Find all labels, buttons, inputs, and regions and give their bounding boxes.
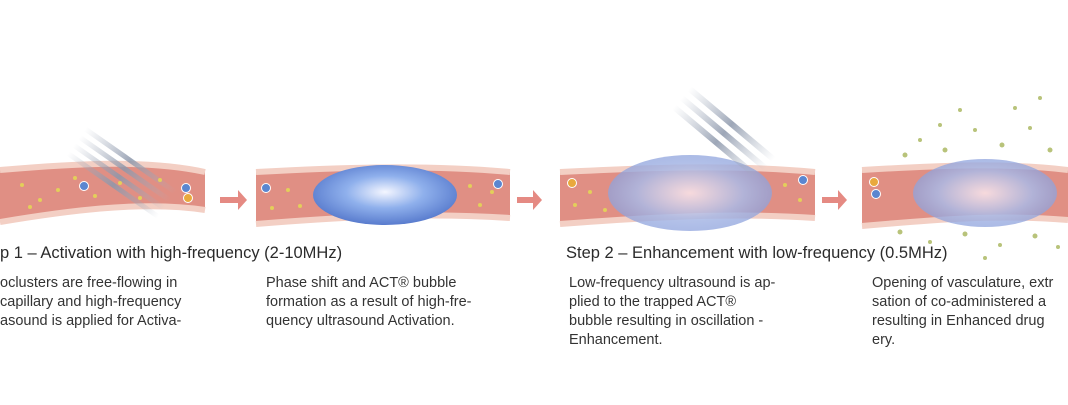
caption-line: asound is applied for Activa- — [0, 313, 182, 329]
caption-line: resulting in Enhanced drug — [872, 313, 1045, 329]
caption-line: quency ultrasound Activation. — [266, 313, 455, 329]
caption-line: Phase shift and ACT® bubble — [266, 275, 457, 291]
panel-free-flowing-vessel — [0, 126, 206, 225]
flow-arrow-icon — [822, 190, 847, 210]
caption-line: formation as a result of high-fre- — [266, 294, 472, 310]
caption-oscillation: Low-frequency ultrasound is ap- plied to… — [569, 274, 775, 350]
microcluster — [79, 181, 89, 191]
panel-phase-shift-vessel — [255, 164, 511, 227]
flow-arrow-icon — [220, 190, 247, 210]
ultrasound-waves — [66, 126, 177, 219]
caption-phase-shift: Phase shift and ACT® bubble formation as… — [266, 274, 472, 331]
microcluster — [183, 193, 193, 203]
caption-line: oclusters are free-flowing in — [0, 275, 178, 291]
nanoparticles — [20, 176, 162, 209]
caption-free-flowing: oclusters are free-flowing in capillary … — [0, 274, 181, 331]
caption-extravasation: Opening of vasculature, extr sation of c… — [872, 274, 1053, 350]
caption-line: bubble resulting in oscillation - — [569, 313, 764, 329]
caption-line: Low-frequency ultrasound is ap- — [569, 275, 776, 291]
oscillating-bubble — [608, 155, 772, 231]
ultrasound-waves — [672, 86, 776, 181]
panel-extravasation-vessel — [861, 96, 1068, 260]
caption-line: capillary and high-frequency — [0, 294, 182, 310]
caption-line: ery. — [872, 332, 896, 348]
caption-line: Opening of vasculature, extr — [872, 275, 1054, 291]
oscillating-bubble — [913, 159, 1057, 227]
step-1-title: p 1 – Activation with high-frequency (2-… — [0, 244, 343, 262]
released-drug — [897, 96, 1060, 260]
microcluster — [181, 183, 191, 193]
caption-line: plied to the trapped ACT® — [569, 294, 737, 310]
caption-line: sation of co-administered a — [872, 294, 1047, 310]
step-2-title: Step 2 – Enhancement with low-frequency … — [566, 244, 948, 262]
panel-oscillation-vessel — [559, 86, 816, 231]
flow-arrow-icon — [517, 190, 542, 210]
act-bubble — [313, 165, 457, 225]
caption-line: Enhancement. — [569, 332, 663, 348]
